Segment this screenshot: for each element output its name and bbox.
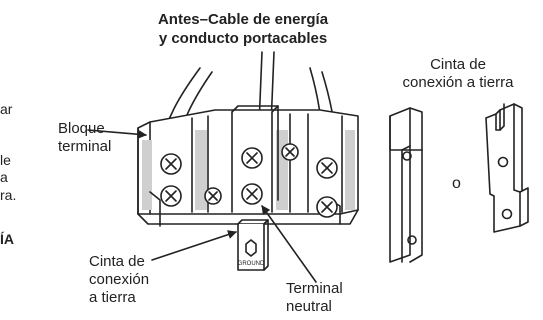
margin-fragment-1: ar — [0, 101, 13, 117]
neutral-terminal-label: Terminal neutral — [286, 280, 343, 316]
margin-fragment-4: ra. — [0, 187, 17, 203]
terminal-block-label: Bloque terminal — [58, 120, 111, 156]
ground-strip-label-top-line-2: conexión a tierra — [402, 74, 514, 91]
margin-fragment-3: a — [0, 169, 8, 185]
ground-strip-option-a — [389, 107, 423, 263]
ground-strip-leader — [151, 230, 237, 261]
margin-fragment-5: ÍA — [0, 231, 14, 247]
title-line-2: y conducto portacables — [158, 30, 328, 47]
margin-fragment-2: le — [0, 152, 11, 168]
or-label: o — [452, 175, 461, 192]
neutral-terminal-label-line-1: Terminal — [286, 280, 343, 297]
neutral-terminal-label-line-2: neutral — [286, 298, 332, 315]
terminal-block-label-line-1: Bloque — [58, 120, 105, 137]
terminal-screws — [160, 143, 338, 218]
neutral-terminal-leader — [261, 205, 317, 283]
ground-strip-label-top: Cinta de conexión a tierra — [383, 56, 533, 92]
ground-strip-label-bottom-line-3: a tierra — [89, 289, 136, 306]
title-line-1: Antes–Cable de energía — [157, 11, 329, 28]
ground-strip-option-b — [485, 103, 529, 233]
ground-strip-installed — [237, 219, 269, 271]
ground-strip-label-bottom: Cinta de conexión a tierra — [89, 253, 149, 307]
terminal-block-label-line-2: terminal — [58, 138, 112, 155]
diagram-title: Antes–Cable de energía y conducto portac… — [128, 10, 358, 48]
ground-tag-text: GROUND — [238, 261, 265, 267]
terminal-block-leader — [87, 129, 147, 139]
ground-strip-label-bottom-line-2: conexión — [89, 271, 150, 288]
ground-strip-label-top-line-1: Cinta de — [430, 56, 486, 73]
ground-strip-label-bottom-line-1: Cinta de — [89, 253, 145, 270]
